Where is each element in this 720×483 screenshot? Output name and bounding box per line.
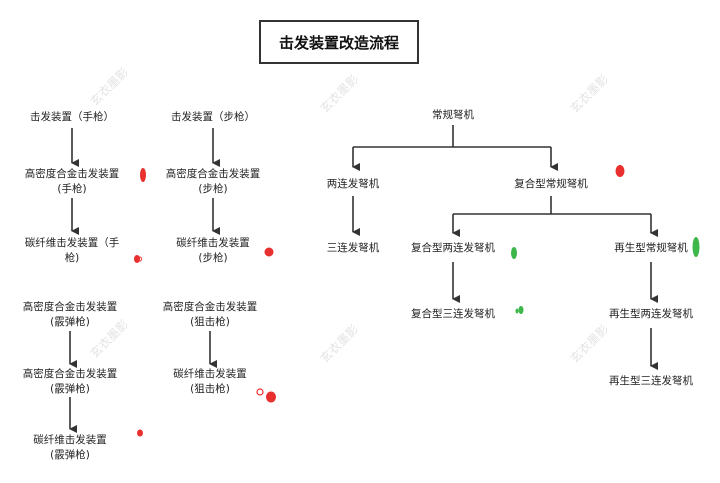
node-regen-crossbow: 再生型常规弩机	[596, 241, 706, 256]
node-label: (霰弹枪)	[50, 316, 90, 328]
node-label: (狙击枪)	[190, 316, 230, 328]
red-marker	[137, 429, 143, 437]
red-marker	[264, 247, 274, 257]
node-label: (手枪)	[57, 183, 87, 195]
node-hd-sniper: 高密度合金击发装置 (狙击枪)	[160, 300, 260, 330]
node-label: 碳纤维击发装置	[33, 434, 107, 446]
node-hd-rifle: 高密度合金击发装置 (步枪)	[163, 167, 263, 197]
node-cf-sniper: 碳纤维击发装置 (狙击枪)	[160, 367, 260, 397]
node-label: 碳纤维击发装置（手	[24, 237, 120, 249]
red-marker	[140, 168, 146, 182]
node-label: 再生型常规弩机	[614, 242, 688, 254]
node-label: 复合型常规弩机	[514, 178, 588, 190]
red-marker	[266, 391, 276, 403]
node-regen-double: 再生型两连发弩机	[596, 307, 706, 322]
node-label: 再生型两连发弩机	[609, 308, 693, 320]
node-label: 再生型三连发弩机	[609, 375, 693, 387]
node-composite-triple: 复合型三连发弩机	[398, 307, 508, 322]
red-marker	[138, 256, 142, 262]
node-regen-triple: 再生型三连发弩机	[596, 374, 706, 389]
node-label: 高密度合金击发装置	[24, 168, 120, 180]
node-label: 碳纤维击发装置	[176, 237, 250, 249]
node-label: (霰弹枪)	[50, 383, 90, 395]
node-label: 高密度合金击发装置	[165, 168, 261, 180]
node-triple-crossbow: 三连发弩机	[303, 241, 403, 256]
node-hd-shotgun-b: 高密度合金击发装置 (霰弹枪)	[20, 367, 120, 397]
node-label: (步枪)	[198, 252, 228, 264]
node-cf-pistol: 碳纤维击发装置（手 枪)	[22, 236, 122, 266]
node-composite-double: 复合型两连发弩机	[398, 241, 508, 256]
node-label: (霰弹枪)	[50, 449, 90, 461]
node-label: 高密度合金击发装置	[22, 301, 118, 313]
node-regular-crossbow: 常规弩机	[403, 108, 503, 123]
red-marker	[256, 388, 264, 396]
node-label: 高密度合金击发装置	[162, 301, 258, 313]
node-label: 常规弩机	[432, 109, 474, 121]
green-marker	[511, 247, 517, 259]
node-trigger-rifle: 击发装置（步枪）	[163, 110, 263, 125]
node-label: 击发装置（手枪）	[30, 111, 114, 123]
node-label: 复合型两连发弩机	[411, 242, 495, 254]
node-double-crossbow: 两连发弩机	[303, 177, 403, 192]
node-label: (狙击枪)	[190, 383, 230, 395]
node-cf-rifle: 碳纤维击发装置 (步枪)	[163, 236, 263, 266]
node-hd-shotgun-a: 高密度合金击发装置 (霰弹枪)	[20, 300, 120, 330]
red-marker	[134, 255, 140, 263]
page-title: 击发装置改造流程	[259, 20, 419, 64]
green-marker	[692, 237, 700, 257]
node-label: 击发装置（步枪）	[171, 111, 255, 123]
node-label: 碳纤维击发装置	[173, 368, 247, 380]
node-trigger-pistol: 击发装置（手枪）	[22, 110, 122, 125]
green-marker	[515, 308, 519, 314]
node-label: 三连发弩机	[326, 242, 380, 254]
node-label: 两连发弩机	[326, 178, 380, 190]
node-composite-crossbow: 复合型常规弩机	[496, 177, 606, 192]
node-label: 枪)	[64, 252, 80, 264]
node-hd-pistol: 高密度合金击发装置 (手枪)	[22, 167, 122, 197]
node-label: 复合型三连发弩机	[411, 308, 495, 320]
node-label: (步枪)	[198, 183, 228, 195]
node-cf-shotgun: 碳纤维击发装置 (霰弹枪)	[20, 433, 120, 463]
node-label: 高密度合金击发装置	[22, 368, 118, 380]
red-marker	[615, 165, 625, 177]
green-marker	[518, 306, 524, 314]
